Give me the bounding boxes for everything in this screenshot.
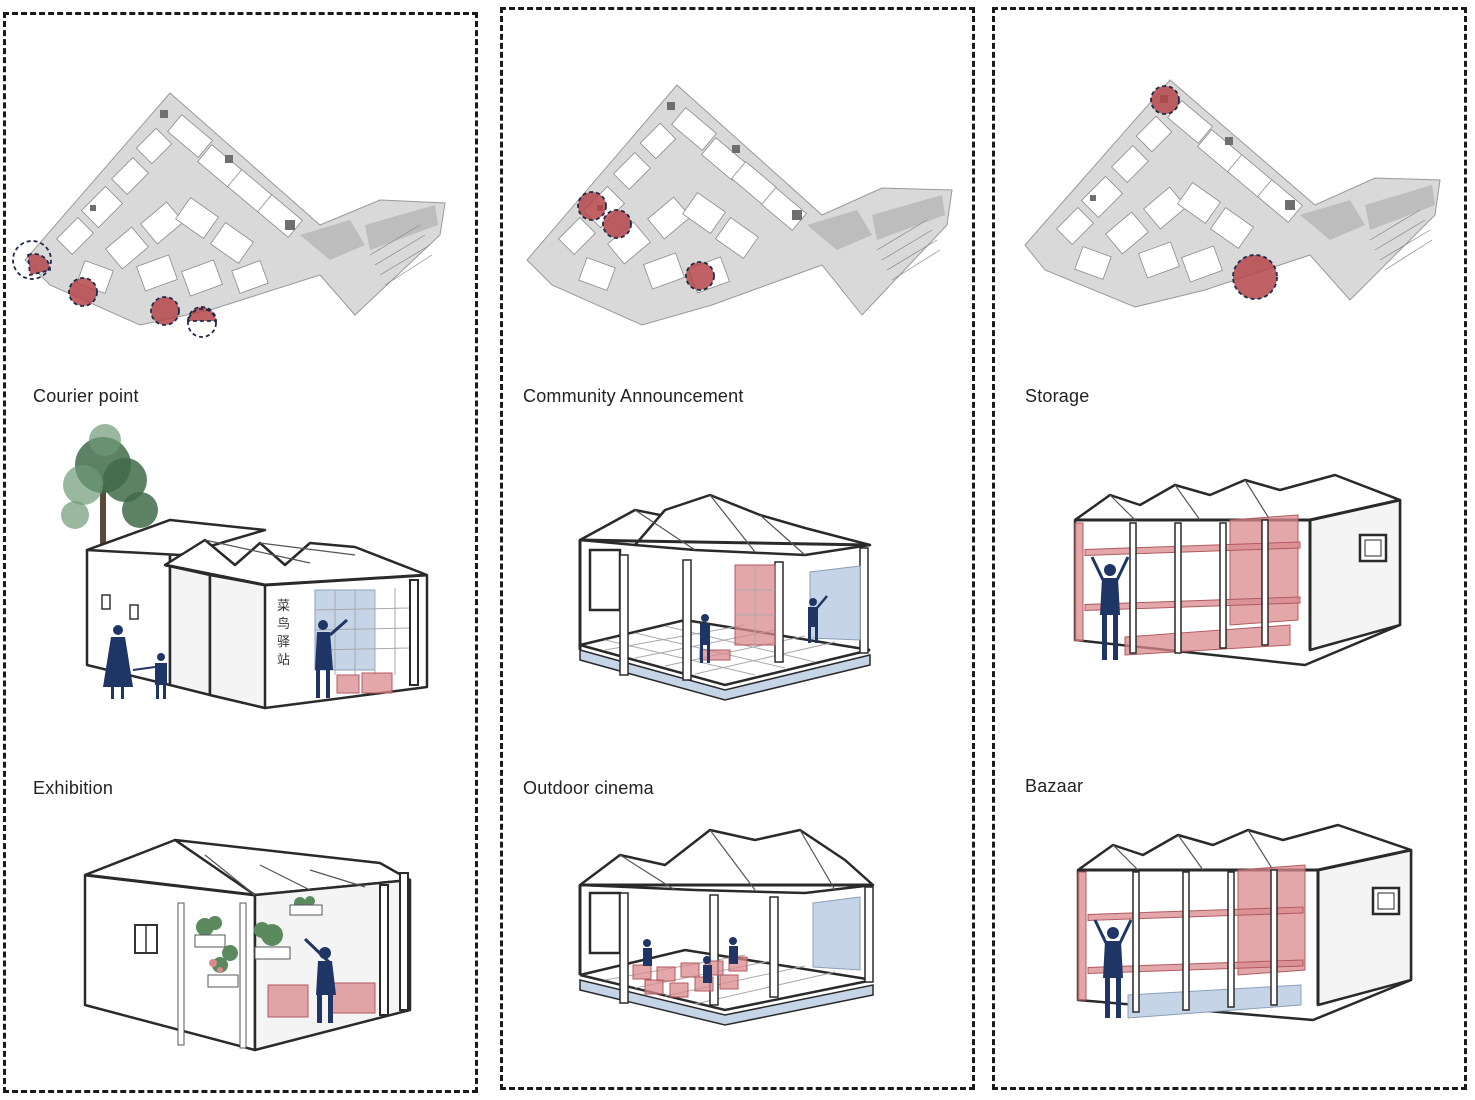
person-icon	[315, 618, 348, 698]
sign-char-4: 站	[277, 653, 290, 668]
storage-illustration	[1073, 473, 1402, 667]
person-icon	[1090, 556, 1130, 660]
person-icon	[1093, 919, 1133, 1018]
label-outdoor-cinema: Outdoor cinema	[523, 778, 654, 798]
label-bazaar: Bazaar	[1025, 776, 1084, 796]
sign-char-2: 鸟	[277, 616, 290, 632]
sign-char-1: 菜	[277, 599, 290, 614]
label-courier-point: Courier point	[33, 386, 139, 406]
exhibition-illustration	[83, 838, 412, 1052]
site-plan-map	[526, 84, 953, 326]
person-icon	[643, 939, 652, 966]
site-plan-map	[1024, 79, 1441, 308]
panel-announcement-cinema	[500, 7, 975, 1090]
label-community-announcement: Community Announcement	[523, 386, 744, 406]
label-exhibition: Exhibition	[33, 778, 114, 798]
site-plan-map	[12, 92, 446, 338]
bazaar-illustration	[1076, 823, 1413, 1022]
panel-courier-exhibition	[3, 12, 478, 1093]
label-storage: Storage	[1025, 386, 1090, 406]
tree-icon	[61, 424, 158, 555]
person-icon	[303, 937, 336, 1023]
outdoor-cinema-illustration	[578, 828, 875, 1026]
person-icon	[700, 614, 710, 663]
person-icon	[103, 625, 133, 699]
person-icon	[703, 956, 712, 983]
sign-char-3: 驿	[277, 635, 290, 650]
person-icon	[729, 937, 738, 964]
panel-storage-bazaar	[992, 7, 1467, 1090]
person-icon	[808, 595, 828, 643]
courier-point-illustration: 菜 鸟 驿 站	[61, 424, 429, 710]
child-icon	[132, 653, 167, 699]
announcement-illustration	[578, 493, 872, 701]
